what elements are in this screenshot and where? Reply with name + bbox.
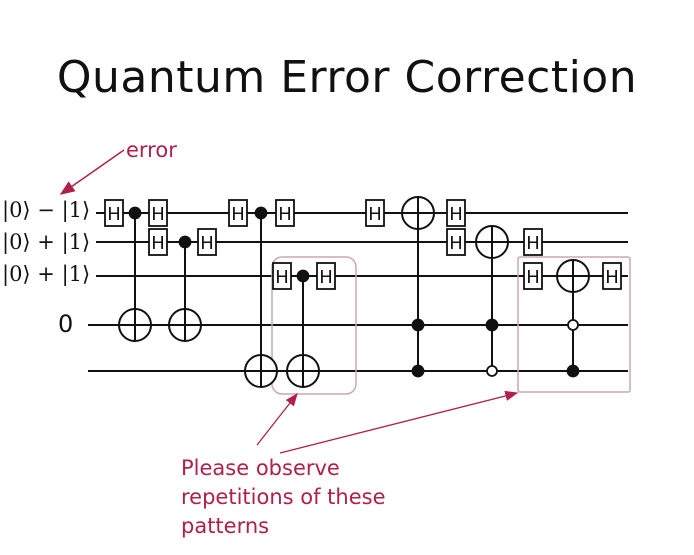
hadamard-gate	[446, 228, 466, 256]
hadamard-gate-label: H	[449, 204, 463, 225]
pattern-highlight-box-2	[517, 256, 631, 393]
hadamard-gate-label: H	[368, 204, 382, 225]
control-dot	[485, 318, 499, 332]
hadamard-gate-label: H	[449, 233, 463, 254]
control-dot	[178, 235, 192, 249]
hadamard-gate-label: H	[151, 233, 165, 254]
control-dot	[296, 269, 310, 283]
note-line-3: patterns	[181, 514, 270, 538]
hadamard-gate-label: H	[151, 204, 165, 225]
control-dot	[411, 318, 425, 332]
open-control-dot	[486, 365, 498, 377]
hadamard-gate	[228, 199, 248, 227]
control-dot	[128, 206, 142, 220]
control-dot	[411, 364, 425, 378]
control-dot	[566, 364, 580, 378]
hadamard-gate	[148, 228, 168, 256]
hadamard-gate-label: H	[200, 233, 214, 254]
hadamard-gate	[523, 262, 543, 290]
page-title: Quantum Error Correction	[56, 52, 638, 103]
hadamard-gate	[523, 228, 543, 256]
hadamard-gate-label: H	[231, 204, 245, 225]
hadamard-gate	[197, 228, 217, 256]
hadamard-gate-label: H	[275, 267, 289, 288]
note-line-1: Please observe	[181, 456, 340, 480]
hadamard-gate-label: H	[605, 267, 619, 288]
hadamard-gate-label: H	[278, 204, 292, 225]
pattern-arrow-1	[256, 392, 298, 446]
hadamard-gate	[602, 262, 622, 290]
hadamard-gate	[275, 199, 295, 227]
error-arrow	[59, 149, 125, 195]
hadamard-gate	[104, 199, 124, 227]
note-line-2: repetitions of these	[181, 485, 386, 509]
input-state-3: |0⟩ + |1⟩	[2, 262, 91, 286]
hadamard-gate	[365, 199, 385, 227]
hadamard-gate-label: H	[107, 204, 121, 225]
note-text: Please observe repetitions of these patt…	[181, 454, 386, 541]
pattern-highlight-box-1	[271, 256, 357, 395]
hadamard-gate-label: H	[319, 267, 333, 288]
hadamard-gate-label: H	[526, 267, 540, 288]
hadamard-gate-label: H	[526, 233, 540, 254]
ancilla-label: 0	[58, 310, 74, 338]
control-dot	[254, 206, 268, 220]
hadamard-gate	[316, 262, 336, 290]
hadamard-gate	[148, 199, 168, 227]
input-state-1: |0⟩ − |1⟩	[2, 198, 91, 222]
hadamard-gate	[446, 199, 466, 227]
pattern-arrow-2	[279, 390, 519, 454]
hadamard-gate	[272, 262, 292, 290]
open-control-dot	[567, 319, 579, 331]
input-state-2: |0⟩ + |1⟩	[2, 230, 91, 254]
error-label: error	[126, 138, 177, 162]
